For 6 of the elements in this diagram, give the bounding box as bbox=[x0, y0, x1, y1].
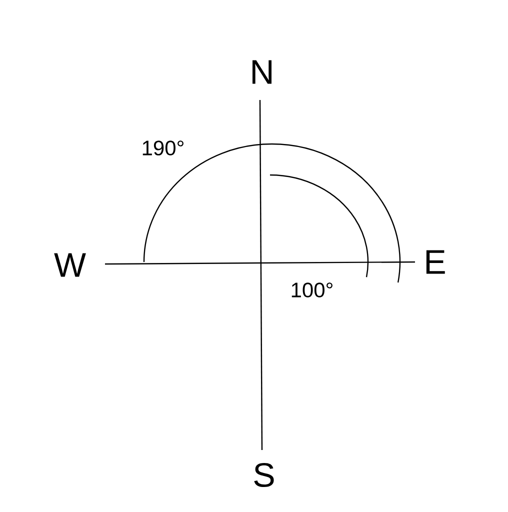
compass-letter: N bbox=[252, 60, 272, 84]
compass-letter: W bbox=[54, 253, 86, 277]
compass-letter: S bbox=[254, 462, 274, 488]
compass-letter: E bbox=[426, 250, 445, 274]
angle-label: 100° bbox=[292, 282, 332, 298]
angle-label: 190° bbox=[142, 140, 184, 156]
